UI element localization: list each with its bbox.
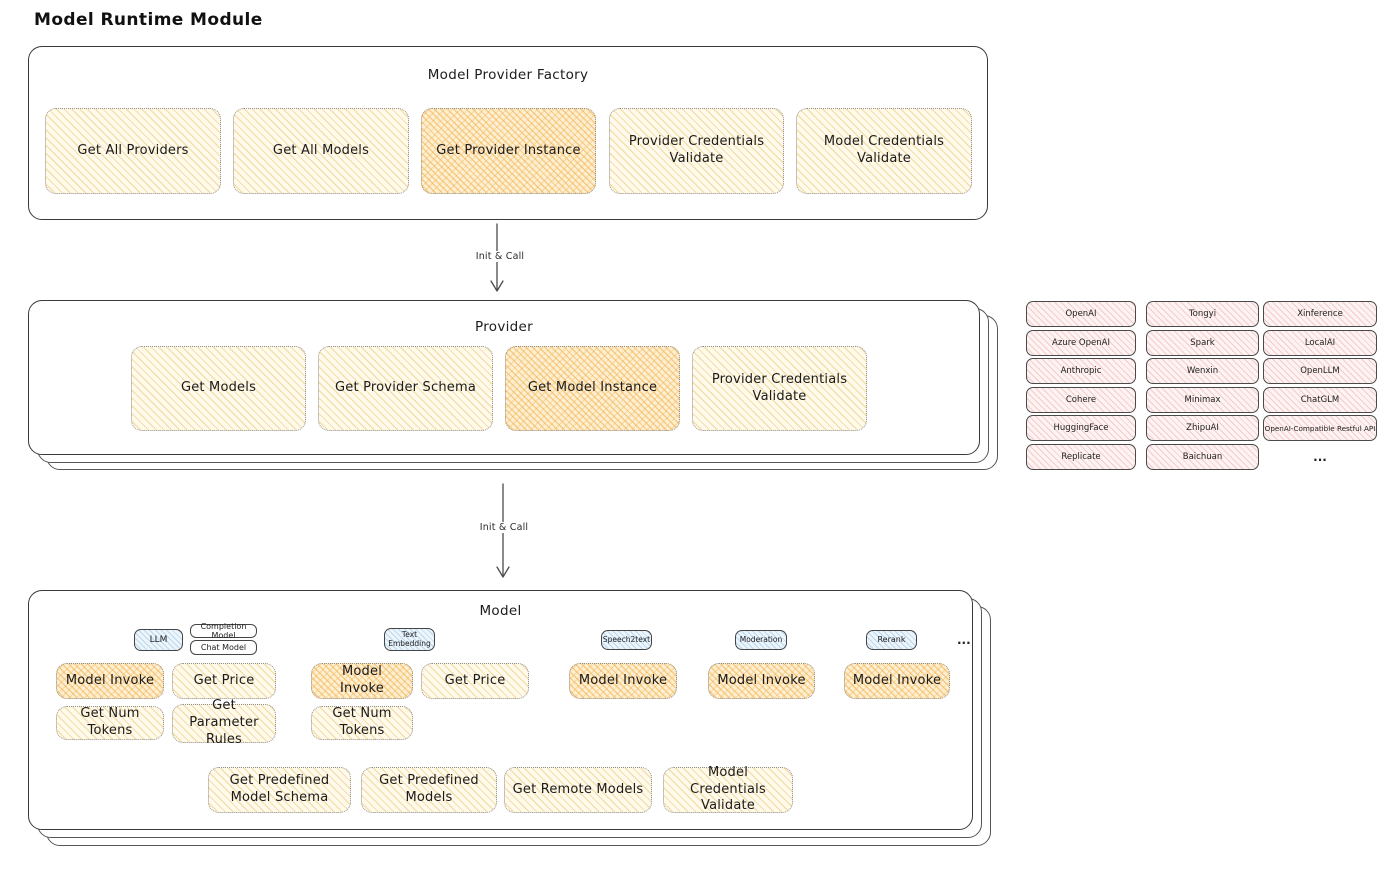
tab-llm: LLM	[134, 629, 183, 651]
model-tabs-more-ellipsis: ...	[957, 633, 971, 647]
provider-chip-replicate: Replicate	[1026, 443, 1136, 470]
tab-rerank: Rerank	[866, 630, 917, 650]
provider-chip-openllm: OpenLLM	[1263, 358, 1377, 385]
factory-container: Model Provider Factory Get All Providers…	[28, 46, 988, 220]
provider-chip-baichuan: Baichuan	[1146, 443, 1259, 470]
provider-chip-anthropic: Anthropic	[1026, 358, 1136, 385]
model-op-get-remote-models: Get Remote Models	[504, 767, 652, 813]
factory-box-get-all-models: Get All Models	[233, 108, 409, 194]
provider-chip-localai: LocalAI	[1263, 329, 1377, 356]
providers-more-ellipsis: ...	[1313, 449, 1327, 464]
model-op-model-credentials-validate: Model Credentials Validate	[663, 765, 793, 813]
arrow-provider-to-model	[496, 483, 510, 578]
provider-chip-huggingface: HuggingFace	[1026, 415, 1136, 442]
provider-box-provider-credentials-validate: Provider Credentials Validate	[692, 346, 867, 431]
provider-title: Provider	[475, 319, 533, 335]
provider-box-get-provider-schema: Get Provider Schema	[318, 346, 493, 431]
model-op-llm-get-num-tokens: Get Num Tokens	[56, 706, 164, 740]
provider-chip-wenxin: Wenxin	[1146, 358, 1259, 385]
providers-column-1: OpenAI Azure OpenAI Anthropic Cohere Hug…	[1026, 301, 1136, 470]
provider-box-get-models: Get Models	[131, 346, 306, 431]
factory-title: Model Provider Factory	[427, 67, 589, 83]
providers-column-3: Xinference LocalAI OpenLLM ChatGLM OpenA…	[1263, 301, 1377, 470]
provider-chip-xinference: Xinference	[1263, 301, 1377, 327]
model-op-text-embedding-get-price: Get Price	[421, 663, 529, 699]
provider-chip-zhipuai: ZhipuAI	[1146, 415, 1259, 442]
model-op-get-predefined-model-schema: Get Predefined Model Schema	[208, 767, 351, 813]
factory-box-provider-credentials-validate: Provider Credentials Validate	[609, 108, 784, 194]
provider-chip-tongyi: Tongyi	[1146, 301, 1259, 327]
provider-chip-chatglm: ChatGLM	[1263, 386, 1377, 413]
diagram-title: Model Runtime Module	[34, 10, 263, 30]
arrow-label-init-call-2: Init & Call	[467, 522, 541, 533]
arrow-label-init-call-1: Init & Call	[463, 251, 537, 262]
model-title: Model	[479, 603, 522, 619]
model-op-rerank-model-invoke: Model Invoke	[844, 663, 950, 699]
model-op-text-embedding-model-invoke: Model Invoke	[311, 663, 413, 699]
tab-completion-model: Completion Model	[190, 622, 257, 640]
provider-chip-azure-openai: Azure OpenAI	[1026, 329, 1136, 356]
model-op-text-embedding-get-num-tokens: Get Num Tokens	[311, 706, 413, 740]
tab-text-embedding: Text Embedding	[384, 628, 435, 651]
model-op-get-predefined-models: Get Predefined Models	[361, 767, 497, 813]
provider-chip-spark: Spark	[1146, 329, 1259, 356]
model-op-llm-model-invoke: Model Invoke	[56, 663, 164, 699]
tab-speech2text: Speech2text	[601, 630, 652, 650]
model-op-llm-get-parameter-rules: Get Parameter Rules	[172, 698, 276, 747]
factory-box-get-provider-instance: Get Provider Instance	[421, 108, 596, 194]
provider-chip-cohere: Cohere	[1026, 386, 1136, 413]
tab-moderation: Moderation	[735, 630, 787, 650]
provider-chip-openai-compatible-restful-api: OpenAI-Compatible Restful API	[1263, 415, 1377, 442]
provider-box-get-model-instance: Get Model Instance	[505, 346, 680, 431]
factory-box-get-all-providers: Get All Providers	[45, 108, 221, 194]
providers-column-2: Tongyi Spark Wenxin Minimax ZhipuAI Baic…	[1146, 301, 1259, 470]
provider-chip-openai: OpenAI	[1026, 301, 1136, 327]
factory-box-model-credentials-validate: Model Credentials Validate	[796, 108, 972, 194]
model-container: Model LLM Completion Model Chat Model Te…	[28, 590, 973, 830]
model-op-moderation-model-invoke: Model Invoke	[708, 663, 815, 699]
provider-container: Provider Get Models Get Provider Schema …	[28, 300, 980, 455]
model-op-llm-get-price: Get Price	[172, 663, 276, 699]
model-op-speech2text-model-invoke: Model Invoke	[569, 663, 677, 699]
provider-chip-minimax: Minimax	[1146, 386, 1259, 413]
tab-chat-model: Chat Model	[190, 640, 257, 655]
